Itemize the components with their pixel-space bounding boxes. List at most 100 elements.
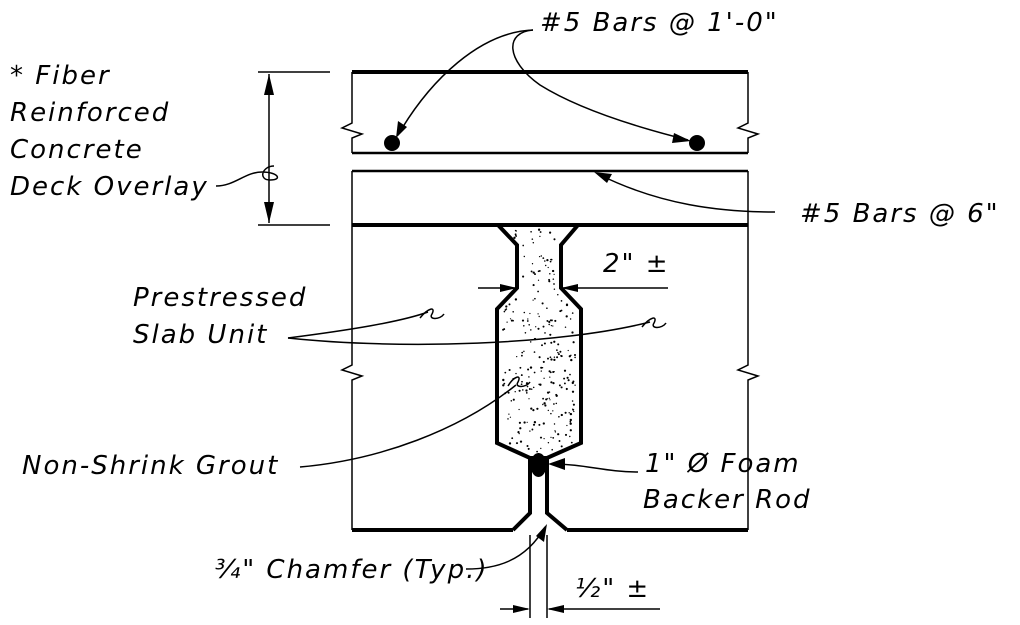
grout-stipple-dot bbox=[509, 416, 512, 418]
grout-stipple-dot bbox=[533, 351, 536, 353]
grout-stipple-dot bbox=[548, 370, 551, 373]
grout-stipple-dot bbox=[539, 436, 543, 439]
grout-stipple-dot bbox=[557, 351, 559, 354]
grout-stipple-dot bbox=[564, 411, 567, 414]
grout-stipple-dot bbox=[538, 255, 541, 258]
grout-stipple-dot bbox=[530, 388, 533, 390]
grout-stipple-dot bbox=[536, 450, 538, 453]
grout-stipple-dot bbox=[530, 407, 533, 410]
grout-stipple-dot bbox=[502, 384, 505, 387]
grout-stipple-dot bbox=[528, 398, 530, 400]
grout-stipple-dot bbox=[551, 269, 555, 273]
grout-stipple-dot bbox=[550, 436, 552, 439]
grout-stipple-dot bbox=[508, 413, 510, 415]
label-bars-top: #5 Bars @ 1'-0" bbox=[540, 8, 779, 38]
grout-stipple-dot bbox=[507, 391, 510, 394]
grout-stipple-dot bbox=[532, 386, 535, 389]
dim-2in-arrow-right bbox=[561, 284, 578, 292]
rebar-dot-right bbox=[689, 135, 705, 151]
grout-stipple-dot bbox=[518, 389, 521, 392]
leader-prestressed-left-squiggle bbox=[419, 308, 445, 320]
grout-stipple-dot bbox=[527, 368, 530, 371]
grout-stipple-dot bbox=[544, 264, 547, 267]
foam-backer-rod bbox=[530, 453, 547, 477]
grout-stipple-dot bbox=[565, 303, 569, 307]
grout-stipple-dot bbox=[574, 384, 576, 386]
grout-stipple-dot bbox=[569, 418, 572, 422]
grout-stipple-dot bbox=[569, 373, 571, 376]
grout-stipple-dot bbox=[534, 273, 536, 276]
grout-stipple-dot bbox=[502, 378, 505, 382]
label-fiber-line3: Concrete bbox=[10, 135, 144, 165]
grout-stipple-dot bbox=[526, 421, 528, 423]
grout-stipple-dot bbox=[532, 423, 536, 426]
grout-stipple-dot bbox=[549, 399, 551, 401]
grout-stipple-dot bbox=[558, 440, 561, 442]
grout-stipple-dot bbox=[529, 341, 532, 343]
grout-stipple-dot bbox=[517, 431, 520, 434]
joint-right-edge-chamfer bbox=[545, 458, 569, 532]
grout-stipple-dot bbox=[542, 397, 545, 400]
grout-stipple-dot bbox=[540, 447, 542, 450]
grout-stipple-dot bbox=[523, 255, 526, 258]
grout-stipple-dot bbox=[508, 442, 512, 445]
leader-prestressed-right-squiggle bbox=[641, 317, 667, 329]
grout-stipple-dot bbox=[569, 429, 572, 432]
grout-stipple-dot bbox=[526, 445, 529, 447]
grout-stipple-dot bbox=[550, 358, 553, 361]
grout-stipple-dot bbox=[570, 358, 573, 362]
grout-stipple-dot bbox=[550, 324, 553, 327]
grout-stipple bbox=[502, 228, 577, 455]
grout-stipple-dot bbox=[530, 230, 532, 233]
grout-stipple-dot bbox=[549, 273, 551, 275]
grout-stipple-dot bbox=[518, 421, 521, 424]
grout-stipple-dot bbox=[550, 341, 553, 344]
dim-2in-arrow-left bbox=[500, 284, 517, 292]
grout-stipple-dot bbox=[515, 230, 517, 232]
grout-stipple-dot bbox=[552, 325, 554, 327]
overlay-break-line-left bbox=[339, 72, 365, 153]
grout-stipple-dot bbox=[541, 344, 543, 347]
leader-bars-6-arrow bbox=[594, 172, 612, 183]
grout-stipple-dot bbox=[544, 332, 546, 334]
grout-stipple-dot bbox=[540, 370, 542, 372]
grout-stipple-dot bbox=[505, 305, 508, 308]
grout-stipple-dot bbox=[573, 353, 577, 357]
overlay-dim-arrow-bottom bbox=[264, 202, 274, 223]
grout-stipple-dot bbox=[554, 430, 556, 432]
grout-stipple-dot bbox=[571, 390, 575, 393]
grout-stipple-dot bbox=[542, 257, 545, 259]
grout-stipple-dot bbox=[542, 422, 545, 425]
label-prestressed-line1: Prestressed bbox=[133, 283, 307, 313]
grout-stipple-dot bbox=[522, 389, 524, 391]
grout-stipple-dot bbox=[560, 300, 563, 302]
grout-stipple-dot bbox=[566, 376, 569, 379]
grout-stipple-dot bbox=[539, 383, 542, 386]
grout-stipple-dot bbox=[564, 433, 568, 436]
label-bars-6: #5 Bars @ 6" bbox=[800, 199, 1000, 229]
grout-stipple-dot bbox=[549, 376, 551, 378]
grout-stipple-dot bbox=[572, 380, 575, 383]
overlay-break-line-right bbox=[735, 72, 761, 153]
grout-stipple-dot bbox=[531, 238, 534, 240]
grout-stipple-dot bbox=[572, 403, 575, 406]
grout-stipple-dot bbox=[511, 437, 514, 440]
grout-stipple-dot bbox=[527, 447, 530, 450]
grout-stipple-dot bbox=[572, 341, 575, 344]
grout-stipple-dot bbox=[567, 349, 569, 352]
label-foam-line1: 1" Ø Foam bbox=[645, 449, 801, 479]
grout-stipple-dot bbox=[551, 448, 553, 451]
label-grout: Non-Shrink Grout bbox=[22, 451, 279, 481]
leader-bars-top-left bbox=[397, 29, 534, 136]
grout-stipple-dot bbox=[529, 366, 533, 369]
leader-chamfer-arrow bbox=[536, 524, 547, 542]
grout-stipple-dot bbox=[560, 413, 563, 417]
grout-stipple-dot bbox=[563, 369, 567, 372]
grout-stipple-dot bbox=[548, 280, 551, 283]
grout-stipple-dot bbox=[547, 441, 550, 444]
grout-stipple-dot bbox=[524, 332, 527, 334]
grout-stipple-dot bbox=[569, 412, 573, 416]
grout-stipple-dot bbox=[523, 325, 525, 327]
grout-stipple-dot bbox=[515, 235, 517, 237]
